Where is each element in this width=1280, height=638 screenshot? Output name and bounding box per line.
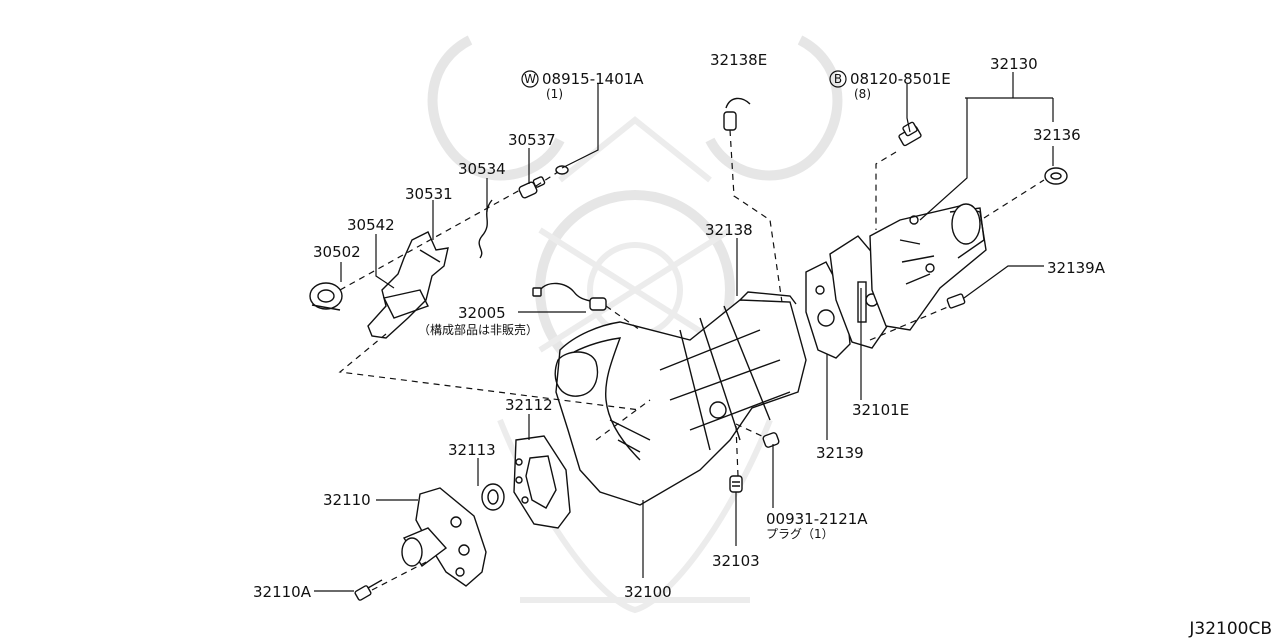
part-30531-withdrawal-lever [367,231,449,339]
part-32139-gasket [805,261,851,359]
label-32138: 32138 [705,221,753,239]
part-32139a-bolt [946,293,966,309]
part-32005-switch [532,282,607,311]
label-30502: 30502 [313,243,361,261]
part-note: プラグ（1） [766,527,834,541]
part-note: （構成部品は非販売） [418,322,538,337]
part-number: 32005 [458,304,506,322]
label-32103: 32103 [712,552,760,570]
part-number: 08915-1401A [542,70,644,88]
part-32138e-breather [723,97,751,131]
label-00931-2121a: 00931-2121A プラグ（1） [766,510,868,541]
bolt-badge: B [834,72,842,86]
label-30531: 30531 [405,185,453,203]
washer-badge: W [524,72,536,86]
label-32136: 32136 [1033,126,1081,144]
part-30502-release-bearing [309,282,343,311]
label-32100: 32100 [624,583,672,601]
label-30537: 30537 [508,131,556,149]
label-08915-1401a: W 08915-1401A (1) [521,70,644,101]
label-32139: 32139 [816,444,864,462]
part-32100-transmission-case [554,291,807,506]
assembly-dashed-lines [338,151,1045,591]
label-32138e: 32138E [710,51,767,69]
part-30537-pivot [518,176,546,199]
label-32113: 32113 [448,441,496,459]
label-32110a: 32110A [253,583,312,601]
part-32103-plug [729,475,743,493]
part-32110-front-cover [401,487,487,587]
part-number: 00931-2121A [766,510,868,528]
label-30534: 30534 [458,160,506,178]
part-32138-hose [729,129,785,317]
part-32112-gasket [513,435,571,529]
part-32110a-bolt [354,579,383,601]
diagram-reference-code: J32100CB [1188,619,1272,638]
part-number: 08120-8501E [850,70,951,88]
label-32005: 32005 （構成部品は非販売） [418,304,538,337]
part-qty: (1) [546,87,563,101]
label-30542: 30542 [347,216,395,234]
label-32112: 32112 [505,396,553,414]
label-32101e: 32101E [852,401,909,419]
label-32110: 32110 [323,491,371,509]
part-08915-washer [555,165,569,175]
part-qty: (8) [854,87,871,101]
label-08120-8501e: B 08120-8501E (8) [829,70,951,101]
part-32130-rear-extension [869,203,987,331]
part-08120-bolt [898,121,922,147]
part-32113-oil-seal [481,483,505,511]
part-32136-bushing [1044,167,1068,185]
leader-lines [314,72,1054,592]
part-labels: W 08915-1401A (1) 32138E B 08120-8501E (… [253,51,1106,601]
label-32130: 32130 [990,55,1038,73]
label-32139a: 32139A [1047,259,1106,277]
